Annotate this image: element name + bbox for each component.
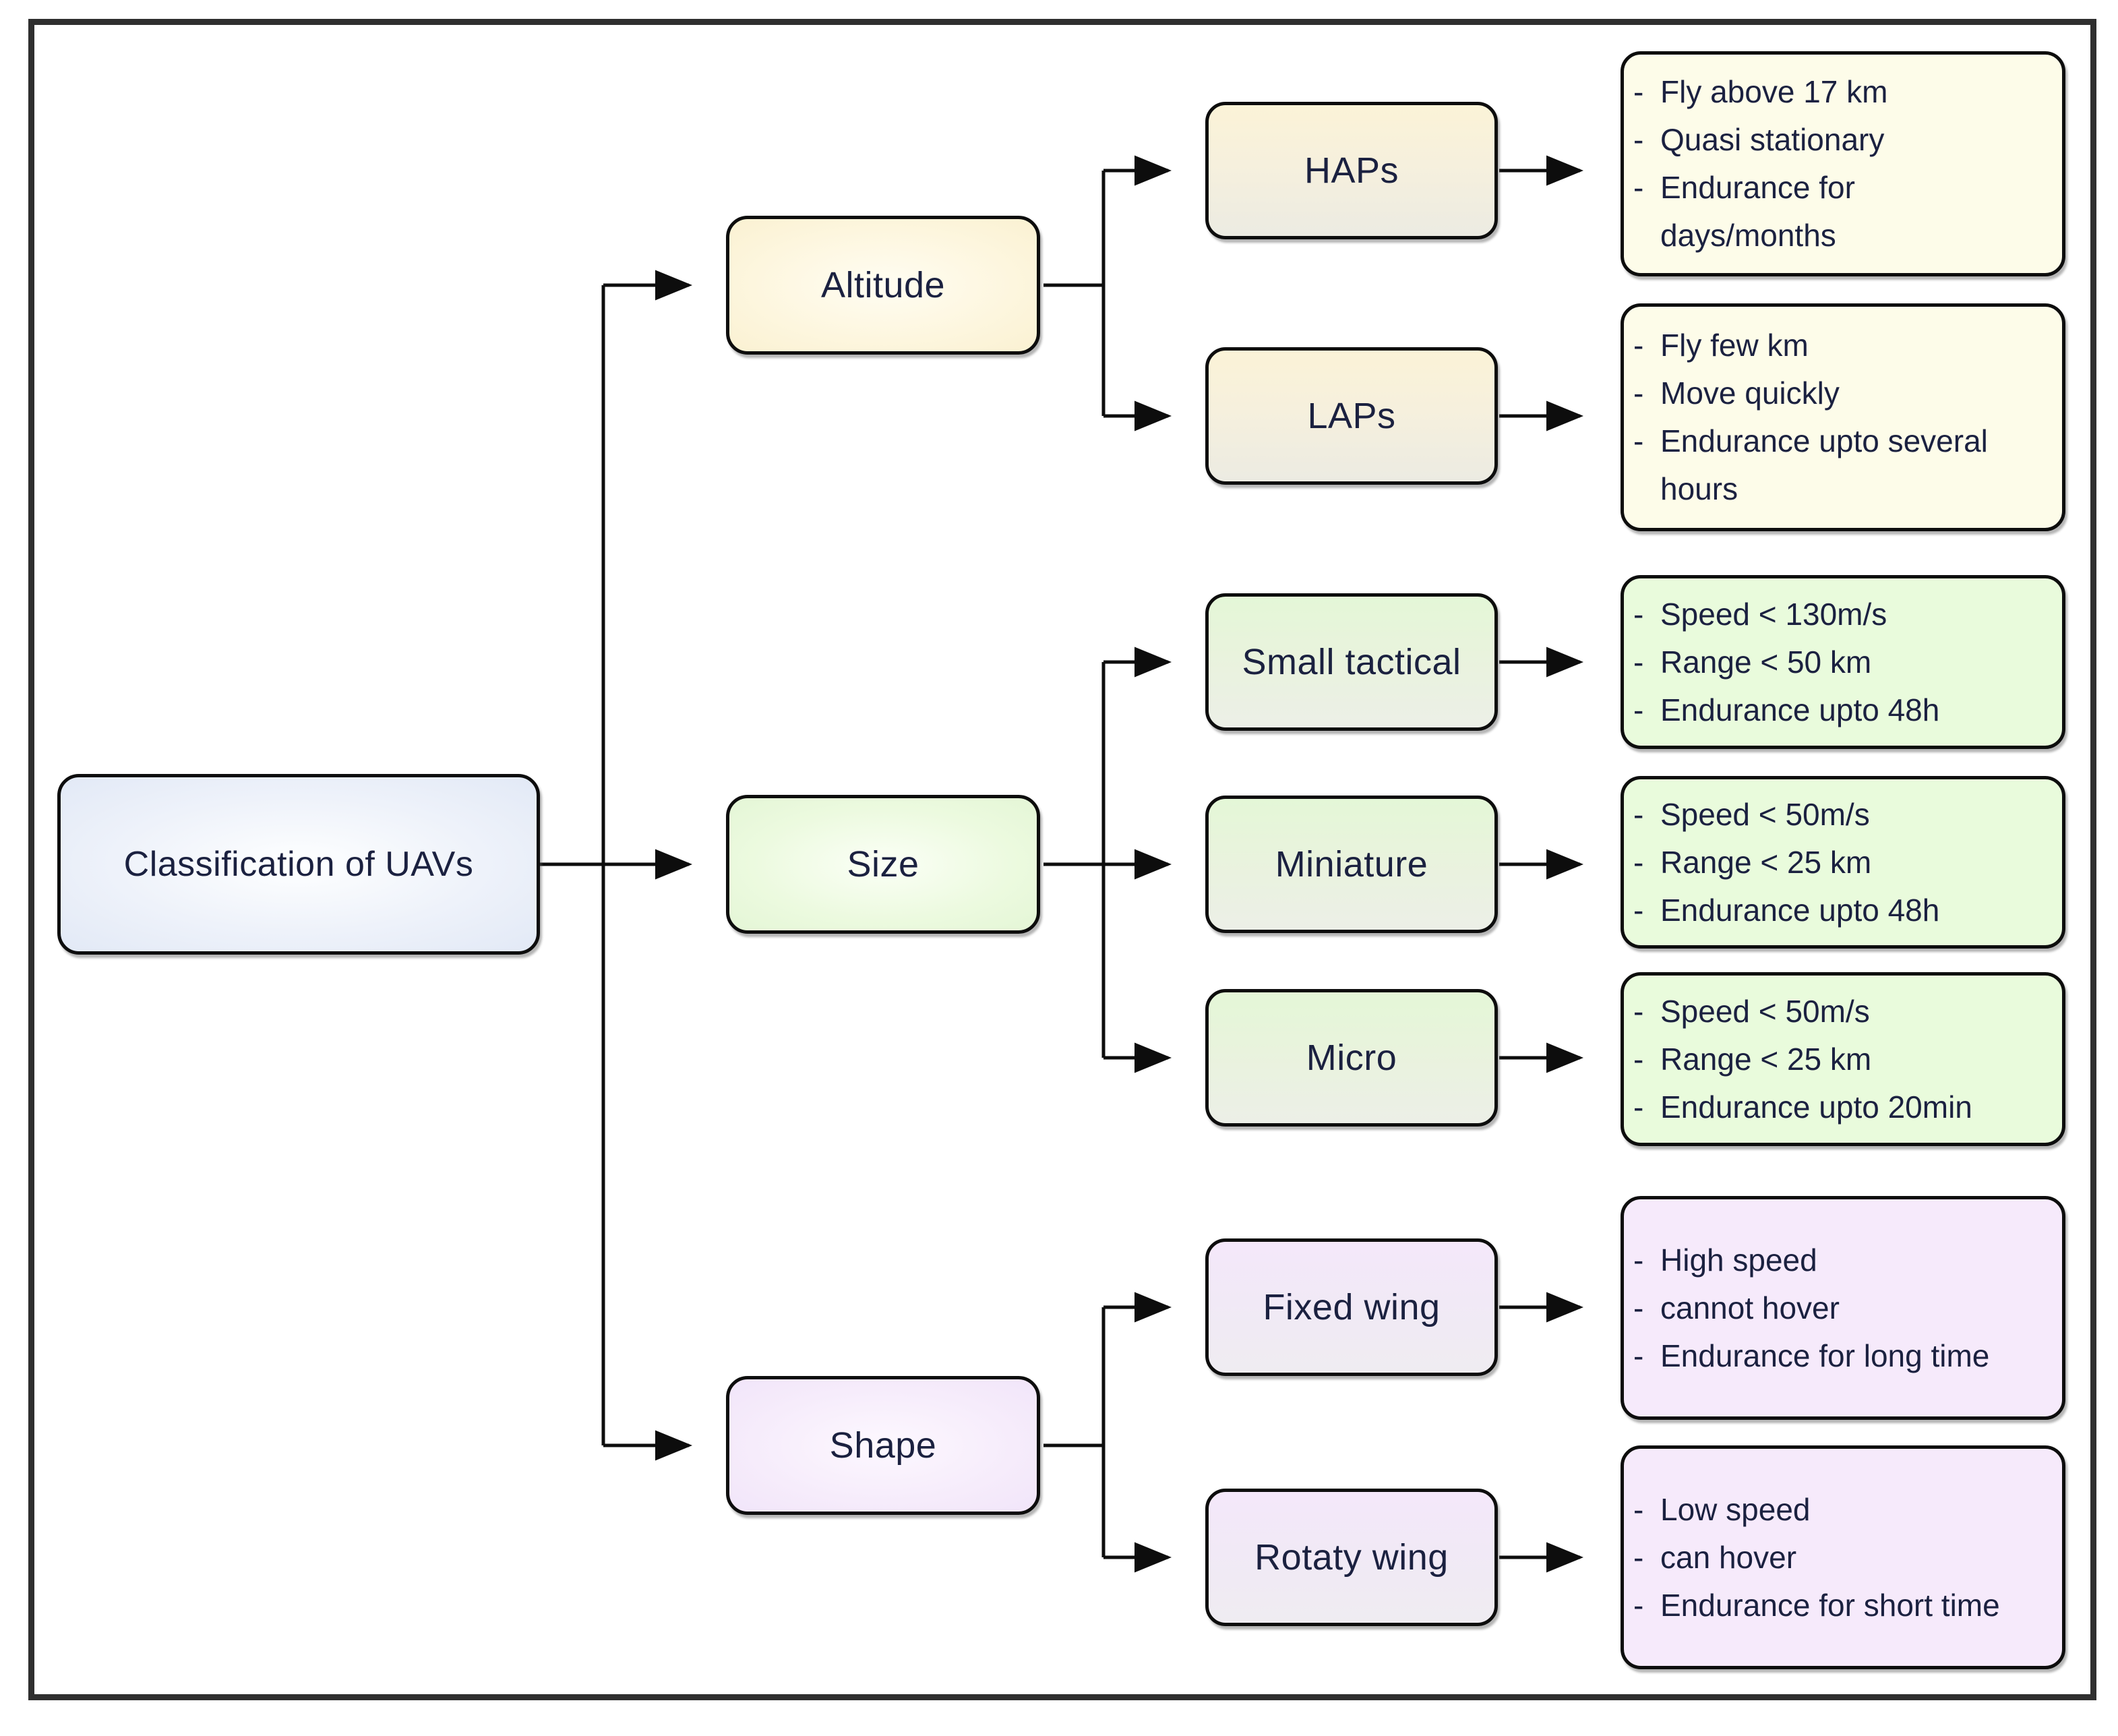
desc-rotaty-wing-text-1: Low speed	[1660, 1491, 1811, 1527]
node-classification-of-uavs-label: Classification of UAVs	[123, 845, 474, 884]
desc-laps-text-3: Endurance upto several hours	[1660, 423, 1988, 506]
desc-rotaty-wing-text-2: can hover	[1660, 1539, 1797, 1575]
desc-small-tactical-text-1: Speed < 130m/s	[1660, 596, 1887, 632]
bullet-dash: -	[1633, 644, 1644, 680]
node-rotaty-wing-label: Rotaty wing	[1254, 1537, 1449, 1578]
node-classification-of-uavs: Classification of UAVs	[57, 774, 540, 955]
bullet-dash: -	[1633, 423, 1644, 458]
desc-micro-item: - Endurance upto 20min	[1633, 1083, 2024, 1131]
node-rotaty-wing: Rotaty wing	[1205, 1489, 1498, 1626]
bullet-dash: -	[1633, 1338, 1644, 1373]
desc-haps-item: - Fly above 17 km	[1633, 68, 2024, 116]
desc-fixed-wing-text-1: High speed	[1660, 1242, 1817, 1278]
desc-laps-item: - Move quickly	[1633, 369, 2024, 417]
desc-haps-item: - Endurance for days/months	[1633, 164, 2024, 260]
bullet-dash: -	[1633, 1539, 1644, 1575]
bullet-dash: -	[1633, 376, 1644, 411]
desc-fixed-wing-item: - High speed	[1633, 1236, 2024, 1284]
desc-micro-text-2: Range < 25 km	[1660, 1041, 1872, 1077]
node-shape-label: Shape	[829, 1425, 937, 1466]
bullet-dash: -	[1633, 844, 1644, 880]
desc-miniature-text-3: Endurance upto 48h	[1660, 892, 1940, 928]
desc-rotaty-wing: - Low speed - can hover - Endurance for …	[1621, 1445, 2065, 1669]
node-altitude: Altitude	[726, 216, 1040, 355]
node-micro: Micro	[1205, 989, 1498, 1127]
desc-haps-text-2: Quasi stationary	[1660, 122, 1885, 157]
node-haps-label: HAPs	[1304, 150, 1399, 191]
bullet-dash: -	[1633, 122, 1644, 157]
desc-micro-item: - Speed < 50m/s	[1633, 988, 2024, 1036]
desc-miniature-item: - Endurance upto 48h	[1633, 887, 2024, 934]
desc-haps-item: - Quasi stationary	[1633, 116, 2024, 164]
bullet-dash: -	[1633, 1242, 1644, 1278]
desc-laps-text-2: Move quickly	[1660, 376, 1840, 411]
bullet-dash: -	[1633, 74, 1644, 109]
node-laps-label: LAPs	[1307, 396, 1396, 436]
bullet-dash: -	[1633, 892, 1644, 928]
desc-laps: - Fly few km - Move quickly - Endurance …	[1621, 303, 2065, 531]
desc-small-tactical-text-2: Range < 50 km	[1660, 644, 1872, 680]
desc-miniature-item: - Speed < 50m/s	[1633, 791, 2024, 839]
desc-miniature-text-2: Range < 25 km	[1660, 844, 1872, 880]
desc-rotaty-wing-item: - Endurance for short time	[1633, 1582, 2024, 1629]
node-fixed-wing-label: Fixed wing	[1263, 1287, 1441, 1327]
node-small-tactical-label: Small tactical	[1242, 642, 1461, 682]
bullet-dash: -	[1633, 1491, 1644, 1527]
desc-small-tactical: - Speed < 130m/s - Range < 50 km - Endur…	[1621, 575, 2065, 749]
desc-micro: - Speed < 50m/s - Range < 25 km - Endura…	[1621, 972, 2065, 1146]
node-laps: LAPs	[1205, 347, 1498, 485]
node-size-label: Size	[847, 844, 919, 885]
node-haps: HAPs	[1205, 102, 1498, 239]
desc-rotaty-wing-item: - can hover	[1633, 1534, 2024, 1582]
desc-rotaty-wing-text-3: Endurance for short time	[1660, 1587, 2000, 1623]
node-fixed-wing: Fixed wing	[1205, 1238, 1498, 1376]
node-altitude-label: Altitude	[820, 265, 946, 305]
node-shape: Shape	[726, 1376, 1040, 1515]
desc-small-tactical-item: - Endurance upto 48h	[1633, 686, 2024, 734]
desc-haps-text-3: Endurance for days/months	[1660, 170, 1855, 253]
bullet-dash: -	[1633, 692, 1644, 727]
node-small-tactical: Small tactical	[1205, 593, 1498, 731]
desc-fixed-wing-text-3: Endurance for long time	[1660, 1338, 1990, 1373]
bullet-dash: -	[1633, 1041, 1644, 1077]
desc-fixed-wing-item: - cannot hover	[1633, 1284, 2024, 1332]
desc-rotaty-wing-item: - Low speed	[1633, 1486, 2024, 1534]
desc-small-tactical-item: - Range < 50 km	[1633, 638, 2024, 686]
desc-fixed-wing-item: - Endurance for long time	[1633, 1332, 2024, 1380]
node-micro-label: Micro	[1306, 1038, 1397, 1078]
desc-haps: - Fly above 17 km - Quasi stationary - E…	[1621, 51, 2065, 276]
desc-micro-text-3: Endurance upto 20min	[1660, 1089, 1972, 1125]
node-miniature: Miniature	[1205, 796, 1498, 933]
bullet-dash: -	[1633, 1290, 1644, 1325]
bullet-dash: -	[1633, 596, 1644, 632]
desc-small-tactical-text-3: Endurance upto 48h	[1660, 692, 1940, 727]
desc-laps-text-1: Fly few km	[1660, 328, 1809, 363]
node-size: Size	[726, 795, 1040, 934]
desc-micro-text-1: Speed < 50m/s	[1660, 993, 1870, 1029]
desc-miniature-item: - Range < 25 km	[1633, 839, 2024, 887]
desc-miniature: - Speed < 50m/s - Range < 25 km - Endura…	[1621, 776, 2065, 949]
bullet-dash: -	[1633, 1089, 1644, 1125]
desc-micro-item: - Range < 25 km	[1633, 1036, 2024, 1083]
desc-haps-text-1: Fly above 17 km	[1660, 74, 1888, 109]
bullet-dash: -	[1633, 1587, 1644, 1623]
node-miniature-label: Miniature	[1275, 844, 1428, 885]
desc-laps-item: - Fly few km	[1633, 322, 2024, 369]
desc-laps-item: - Endurance upto several hours	[1633, 417, 2024, 513]
bullet-dash: -	[1633, 328, 1644, 363]
bullet-dash: -	[1633, 170, 1644, 205]
bullet-dash: -	[1633, 796, 1644, 832]
desc-small-tactical-item: - Speed < 130m/s	[1633, 591, 2024, 638]
diagram-border	[28, 19, 2096, 1700]
desc-fixed-wing-text-2: cannot hover	[1660, 1290, 1840, 1325]
bullet-dash: -	[1633, 993, 1644, 1029]
desc-fixed-wing: - High speed - cannot hover - Endurance …	[1621, 1196, 2065, 1420]
desc-miniature-text-1: Speed < 50m/s	[1660, 796, 1870, 832]
